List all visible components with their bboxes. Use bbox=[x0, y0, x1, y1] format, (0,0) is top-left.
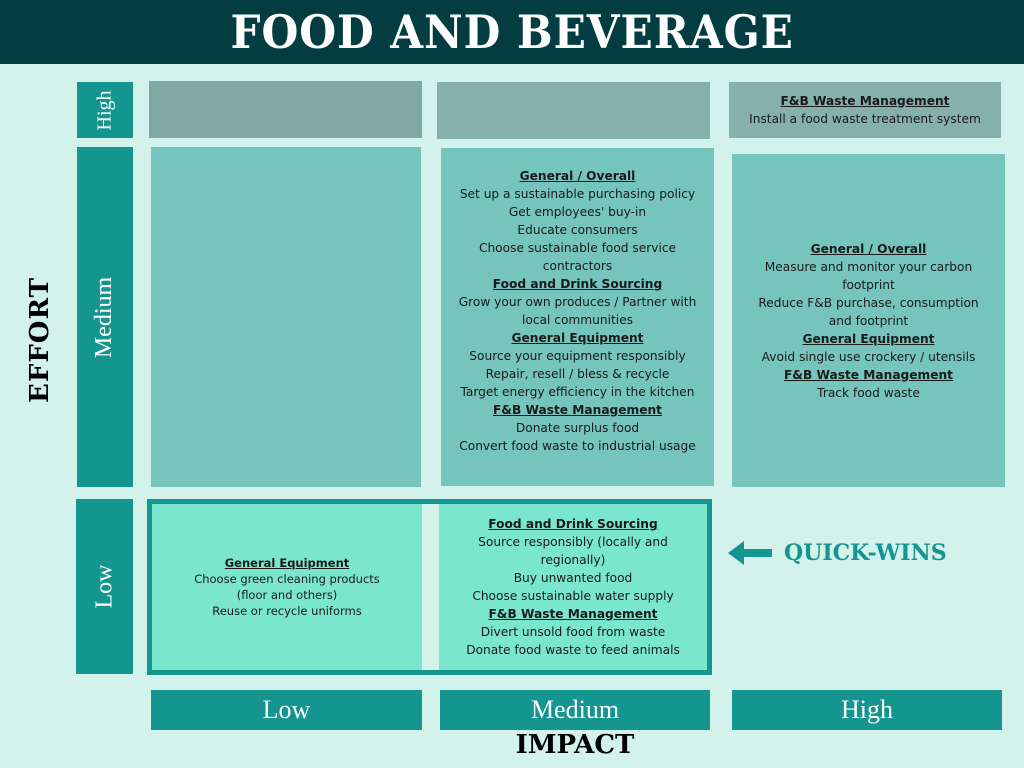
action-item: Grow your own produces / Partner with lo… bbox=[458, 295, 697, 327]
page-title: FOOD AND BEVERAGE bbox=[230, 5, 794, 59]
cell-medium-effort-medium-impact: General / Overall Set up a sustainable p… bbox=[441, 148, 714, 486]
action-item: Source responsibly (locally and regional… bbox=[478, 535, 668, 567]
action-item: Convert food waste to industrial usage bbox=[459, 439, 696, 453]
section-heading: Food and Drink Sourcing bbox=[492, 277, 663, 291]
impact-high-label: High bbox=[732, 690, 1002, 730]
effort-high-label: High bbox=[77, 82, 133, 138]
section-heading: F&B Waste Management bbox=[783, 367, 954, 382]
section-heading: General Equipment bbox=[511, 331, 644, 345]
section-heading: General / Overall bbox=[519, 169, 636, 183]
effort-low-label: Low bbox=[76, 499, 133, 674]
cell-high-effort-medium-impact bbox=[437, 82, 710, 139]
action-item: Get employees' buy-in bbox=[508, 205, 647, 219]
action-item: Reuse or recycle uniforms bbox=[212, 604, 362, 618]
action-item: Reduce F&B purchase, consumption and foo… bbox=[758, 295, 979, 328]
section-heading: F&B Waste Management bbox=[488, 607, 658, 621]
action-item: Educate consumers bbox=[517, 223, 638, 237]
action-item: Donate food waste to feed animals bbox=[466, 643, 680, 657]
action-item: Measure and monitor your carbon footprin… bbox=[764, 259, 973, 292]
action-item: Donate surplus food bbox=[515, 421, 640, 435]
impact-low-label: Low bbox=[151, 690, 422, 730]
action-item: Target energy efficiency in the kitchen bbox=[460, 385, 695, 399]
impact-label: IMPACT bbox=[515, 730, 635, 760]
section-heading: General / Overall bbox=[810, 241, 927, 256]
action-item: Avoid single use crockery / utensils bbox=[761, 349, 976, 364]
x-axis-title: IMPACT bbox=[440, 730, 710, 760]
quick-wins-frame bbox=[147, 499, 712, 675]
section-heading: General Equipment bbox=[224, 556, 350, 570]
y-axis-title: EFFORT bbox=[0, 240, 80, 440]
cell-low-effort-medium-impact: Food and Drink Sourcing Source responsib… bbox=[439, 504, 707, 670]
action-item: Repair, resell / bless & recycle bbox=[485, 367, 670, 381]
cell-medium-effort-low-impact bbox=[151, 147, 421, 487]
action-item: Choose sustainable food service contract… bbox=[478, 241, 677, 273]
section-heading: Food and Drink Sourcing bbox=[488, 517, 658, 531]
action-item: Divert unsold food from waste bbox=[480, 625, 666, 639]
cell-medium-effort-high-impact: General / Overall Measure and monitor yo… bbox=[732, 154, 1005, 487]
cell-gap bbox=[422, 504, 439, 670]
section-heading: F&B Waste Management bbox=[780, 94, 950, 108]
title-banner: FOOD AND BEVERAGE bbox=[0, 0, 1024, 64]
action-item: Install a food waste treatment system bbox=[749, 112, 981, 126]
action-item: Choose sustainable water supply bbox=[472, 589, 674, 603]
action-item: Buy unwanted food bbox=[513, 571, 633, 585]
action-item: Track food waste bbox=[817, 385, 920, 400]
arrow-left-icon bbox=[728, 541, 772, 565]
quick-wins-annotation: QUICK-WINS bbox=[728, 540, 947, 566]
cell-low-effort-low-impact: General Equipment Choose green cleaning … bbox=[152, 504, 422, 670]
section-heading: General Equipment bbox=[802, 331, 935, 346]
cell-high-effort-low-impact bbox=[149, 81, 422, 138]
effort-medium-label: Medium bbox=[77, 147, 133, 487]
effort-label: EFFORT bbox=[25, 277, 56, 403]
action-item: Source your equipment responsibly bbox=[469, 349, 686, 363]
impact-medium-label: Medium bbox=[440, 690, 710, 730]
section-heading: F&B Waste Management bbox=[492, 403, 663, 417]
action-item: Choose green cleaning products (floor an… bbox=[194, 572, 380, 602]
action-item: Set up a sustainable purchasing policy bbox=[459, 187, 696, 201]
quick-wins-label: QUICK-WINS bbox=[784, 540, 947, 566]
cell-high-effort-high-impact: F&B Waste Management Install a food wast… bbox=[729, 82, 1001, 138]
